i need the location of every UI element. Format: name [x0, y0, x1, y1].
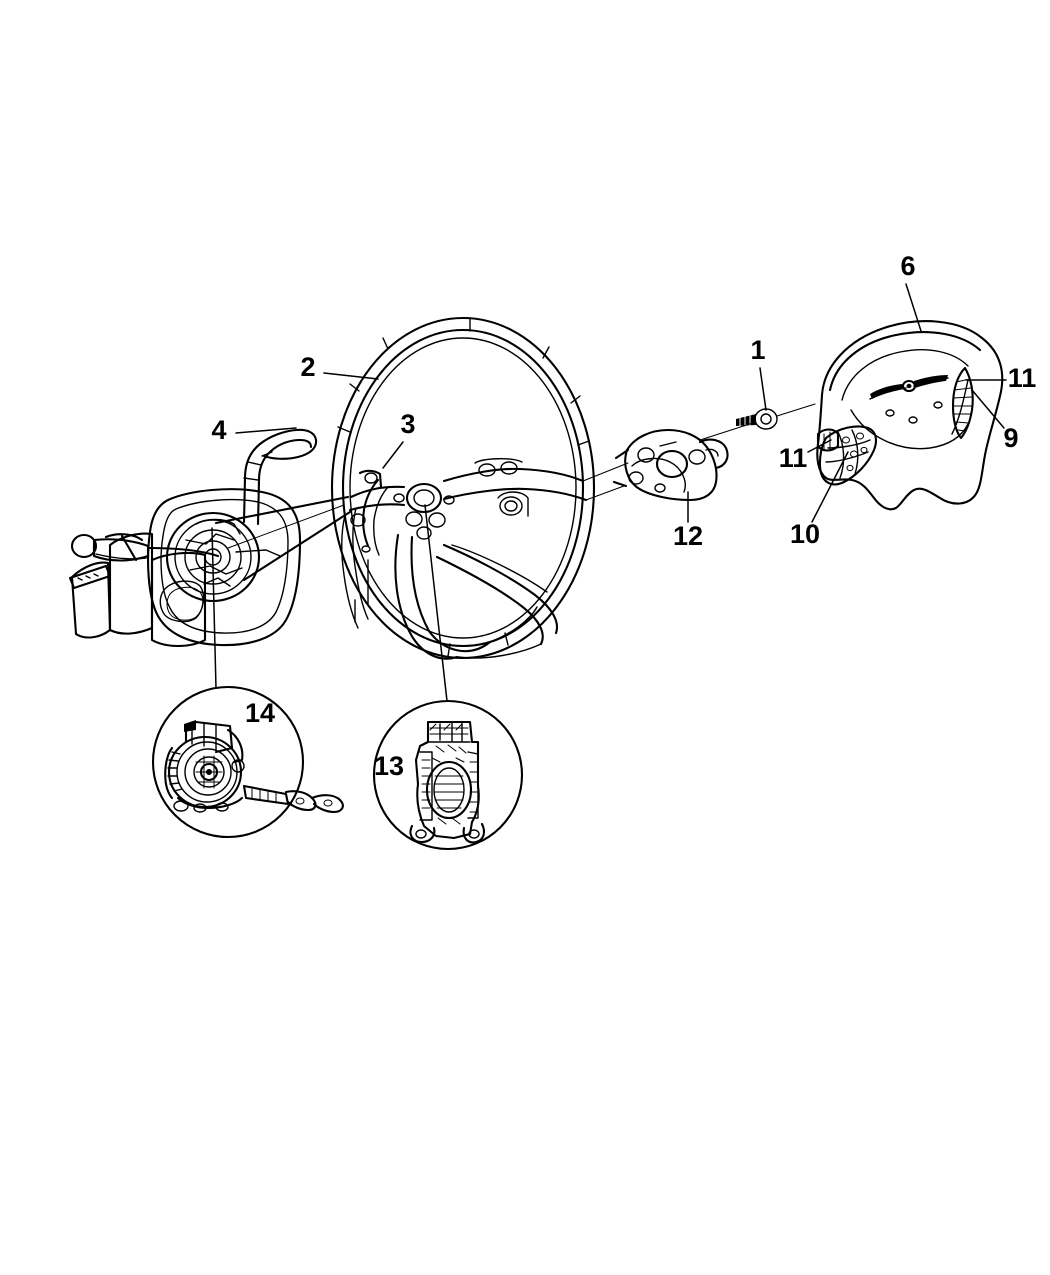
- steering-wheel-group: [330, 316, 596, 660]
- leader-3: [382, 441, 404, 469]
- clockspring-harness-ribbon: [242, 784, 290, 806]
- callout-10[interactable]: 10: [790, 519, 820, 549]
- leader-1: [759, 367, 767, 411]
- clockspring-side-shell: [226, 728, 244, 764]
- chrysler-wings-emblem: [869, 375, 949, 400]
- driver-airbag-cover-module: [816, 320, 1004, 511]
- retaining-screw: [699, 403, 816, 441]
- leader-9: [971, 389, 1005, 429]
- module-surface-texture: [429, 723, 467, 825]
- column-shroud-lower-left: [108, 532, 154, 635]
- callout-11-left[interactable]: 11: [779, 443, 808, 473]
- clockspring-tooth-ring: [164, 746, 183, 800]
- detail-circle-13-outline: [372, 699, 524, 851]
- airbag-cover-top-lip-inner: [841, 349, 969, 401]
- callout-6[interactable]: 6: [900, 251, 915, 281]
- callout-9[interactable]: 9: [1003, 423, 1018, 453]
- spoke-right-lower: [442, 487, 588, 502]
- callout-11-right[interactable]: 11: [1008, 363, 1037, 393]
- shroud-oval-recess: [159, 580, 205, 623]
- column-tube-bottom: [242, 510, 352, 582]
- steering-wheel-hub: [393, 482, 455, 540]
- module-center-barrel: [425, 760, 473, 820]
- armature-bracket-left: [341, 478, 389, 629]
- clockspring-detail-circle: [151, 685, 344, 839]
- leader-14: [211, 527, 217, 689]
- harness-connector-end: [310, 794, 344, 814]
- coupler-main-bore: [655, 449, 689, 479]
- coupler-link-lower: [585, 485, 625, 501]
- column-coupler-bracket: [582, 428, 729, 502]
- callout-leader-lines: [211, 283, 1007, 702]
- spoke-lower-left-outer: [410, 535, 492, 652]
- clockspring-bottom-edge: [176, 796, 244, 810]
- screw-alignment-line-left: [699, 421, 757, 441]
- steering-wheel-rim-inner: [341, 328, 585, 648]
- steering-column-assembly-group: [68, 428, 352, 648]
- key-shaft: [92, 538, 150, 562]
- steering-wheel-rim-inner-edge: [349, 337, 577, 639]
- module-mount-foot-right: [462, 822, 486, 844]
- airbag-cover-top-lip: [828, 331, 982, 392]
- coupler-ear: [698, 438, 729, 470]
- callout-13[interactable]: 13: [374, 751, 404, 781]
- leader-4: [235, 427, 297, 434]
- stalk-body: [242, 428, 318, 524]
- spoke-lower-right-inner: [435, 555, 544, 646]
- leader-13: [424, 504, 448, 702]
- hub-center-boss: [405, 482, 443, 514]
- clockspring-outer-ring: [165, 511, 261, 603]
- airbag-control-module-illustration: [409, 720, 486, 844]
- callout-12[interactable]: 12: [673, 521, 703, 551]
- module-mount-foot-left: [409, 824, 436, 844]
- armature-right-edge: [451, 544, 548, 593]
- spoke-left-upper: [349, 485, 406, 499]
- callout-1[interactable]: 1: [750, 335, 765, 365]
- ignition-housing-tab: [70, 561, 112, 639]
- leader-2: [323, 372, 379, 380]
- multi-function-lever: [242, 428, 318, 526]
- airbag-cover-right-contour: [951, 379, 969, 435]
- coupler-link-upper: [582, 462, 629, 482]
- leader-6: [905, 283, 922, 332]
- key-head: [70, 533, 98, 559]
- spoke-lower-right-outer: [442, 543, 558, 635]
- leader-10: [811, 451, 849, 523]
- key-blade: [68, 564, 112, 590]
- trim-rib-body-right: [951, 366, 974, 440]
- horn-switch-contact-pad: [818, 425, 878, 486]
- spoke-lower-left-inner: [394, 533, 459, 660]
- leader-11-left: [807, 439, 832, 453]
- stalk-body-inner: [256, 438, 313, 526]
- column-tube-top: [214, 495, 350, 525]
- coupler-body: [624, 428, 718, 502]
- airbag-cover-vent-holes: [885, 401, 943, 424]
- rim-seam-marks: [337, 317, 590, 657]
- harness-connector-mid: [284, 790, 317, 812]
- screw-alignment-line: [776, 403, 816, 417]
- clockspring-assembly-illustration: [164, 720, 344, 814]
- callout-4[interactable]: 4: [211, 415, 226, 445]
- callout-14[interactable]: 14: [245, 698, 275, 728]
- airbag-cover-outline: [816, 320, 1004, 511]
- spoke-right-horn-bosses: [474, 458, 529, 517]
- spoke-right-upper: [442, 467, 585, 483]
- control-module-detail-circle: [372, 699, 524, 851]
- emblem-center-hub: [901, 379, 917, 393]
- callout-2[interactable]: 2: [300, 352, 315, 382]
- spoke-left-boss: [358, 469, 383, 489]
- contact-pad-body: [818, 425, 878, 486]
- callout-numbers: 1 2 3 4 6 9 10 11 11 12 13 14: [211, 251, 1036, 781]
- callout-3[interactable]: 3: [400, 409, 415, 439]
- column-shroud-lower-right: [150, 551, 207, 648]
- screw-thread: [736, 414, 756, 426]
- detail-circle-14-outline: [151, 685, 305, 839]
- connector-plug-top: [184, 720, 196, 732]
- hub-center-bore: [413, 489, 435, 507]
